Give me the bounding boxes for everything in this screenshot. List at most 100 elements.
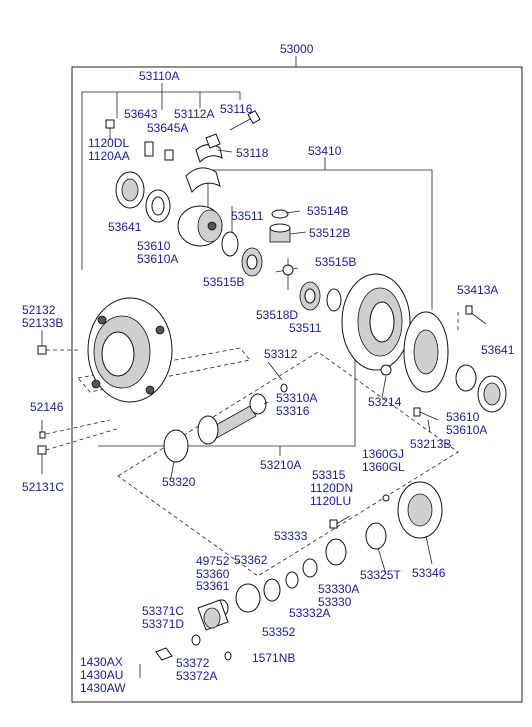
pinion-gear[interactable]: [269, 223, 291, 243]
label-53371C[interactable]: 53371C: [142, 604, 185, 618]
thrust-washer-right[interactable]: [326, 288, 342, 312]
spacer[interactable]: [249, 393, 267, 415]
label-53320[interactable]: 53320: [162, 475, 196, 489]
shim-53332a[interactable]: [285, 571, 299, 589]
label-1430AW[interactable]: 1430AW: [80, 681, 126, 695]
label-53371D[interactable]: 53371D: [142, 617, 185, 631]
label-53410[interactable]: 53410: [308, 144, 342, 158]
label-53643[interactable]: 53643: [124, 107, 158, 121]
label-53213B[interactable]: 53213B: [410, 437, 452, 451]
deflector[interactable]: [235, 583, 261, 613]
bolt-1120[interactable]: [105, 119, 115, 140]
thrust-washer[interactable]: [221, 231, 239, 257]
collapsible-spacer[interactable]: [280, 383, 288, 393]
label-53110A[interactable]: 53110A: [139, 69, 180, 83]
label-1360GL[interactable]: 1360GL: [362, 460, 405, 474]
label-1430AX[interactable]: 1430AX: [80, 655, 123, 669]
label-53511-lower[interactable]: 53511: [289, 321, 322, 335]
label-53372A[interactable]: 53372A: [176, 669, 218, 683]
label-53352[interactable]: 53352: [262, 625, 296, 639]
clip-1571nb[interactable]: [224, 651, 232, 661]
label-53315[interactable]: 53315: [312, 468, 346, 482]
label-53361[interactable]: 53361: [196, 579, 230, 593]
label-53372[interactable]: 53372: [176, 656, 210, 670]
label-53333[interactable]: 53333: [274, 529, 308, 543]
side-bearing-right[interactable]: [455, 364, 507, 413]
bearing-retainer[interactable]: [397, 481, 443, 539]
bolt-53213b[interactable]: [413, 407, 439, 421]
label-53641-right[interactable]: 53641: [481, 343, 515, 357]
label-1120DL[interactable]: 1120DL: [88, 136, 130, 150]
carrier-cover[interactable]: [403, 311, 449, 393]
label-53610A-left[interactable]: 53610A: [137, 252, 179, 266]
pinion-bearing[interactable]: [163, 429, 189, 463]
bolt-53315[interactable]: [329, 515, 351, 529]
label-52133B[interactable]: 52133B: [22, 316, 64, 330]
bolt-52131c[interactable]: [37, 445, 47, 474]
label-53310A[interactable]: 53310A: [276, 391, 318, 405]
label-53610-right[interactable]: 53610: [446, 410, 480, 424]
bearing-53325t[interactable]: [365, 522, 387, 550]
shim-53333[interactable]: [302, 558, 318, 578]
pin-52146[interactable]: [39, 420, 46, 439]
label-53316[interactable]: 53316: [276, 404, 310, 418]
cover-bolt[interactable]: [465, 305, 487, 325]
label-53214[interactable]: 53214: [368, 395, 402, 409]
label-53360[interactable]: 53360: [196, 567, 230, 581]
label-52132[interactable]: 52132: [22, 303, 56, 317]
label-53515B-upper[interactable]: 53515B: [315, 255, 357, 269]
label-53330[interactable]: 53330: [318, 595, 352, 609]
label-53518D[interactable]: 53518D: [256, 308, 299, 322]
differential-case[interactable]: [177, 205, 223, 247]
label-53210A[interactable]: 53210A: [260, 458, 302, 472]
label-53413A[interactable]: 53413A: [457, 283, 499, 297]
bearing-53330[interactable]: [325, 538, 347, 566]
flange-nut[interactable]: [155, 647, 173, 661]
label-1120AA[interactable]: 1120AA: [88, 149, 130, 163]
washer-53372[interactable]: [191, 634, 201, 646]
label-53515B-lower[interactable]: 53515B: [203, 275, 245, 289]
label-53112A[interactable]: 53112A: [174, 107, 215, 121]
plug[interactable]: [380, 364, 392, 376]
label-53610-left[interactable]: 53610: [137, 239, 171, 253]
label-53332A[interactable]: 53332A: [289, 606, 331, 620]
oil-seal[interactable]: [263, 578, 281, 602]
ring-gear[interactable]: [341, 273, 411, 371]
label-53116[interactable]: 53116: [220, 102, 253, 116]
lock-plate[interactable]: [144, 133, 221, 161]
label-53362[interactable]: 53362: [234, 553, 268, 567]
label-53511-upper[interactable]: 53511: [231, 209, 264, 223]
label-1120LU[interactable]: 1120LU: [310, 494, 352, 508]
companion-flange[interactable]: [197, 599, 229, 631]
label-1430AU[interactable]: 1430AU: [80, 668, 124, 682]
label-1120DN[interactable]: 1120DN: [310, 481, 354, 495]
label-53512B[interactable]: 53512B: [309, 226, 351, 240]
o-ring[interactable]: [382, 494, 390, 502]
pinion-group-outline: [117, 351, 459, 577]
pinion-shaft-cross[interactable]: [275, 258, 299, 290]
label-53645A[interactable]: 53645A: [147, 121, 189, 135]
label-52131C[interactable]: 52131C: [22, 480, 65, 494]
side-gear[interactable]: [241, 247, 263, 277]
label-53514B[interactable]: 53514B: [307, 204, 349, 218]
label-53610A-right[interactable]: 53610A: [446, 423, 488, 437]
drive-pinion[interactable]: [197, 405, 257, 445]
label-53000[interactable]: 53000: [280, 42, 314, 56]
bearing-cap[interactable]: [185, 144, 223, 193]
label-53346[interactable]: 53346: [412, 566, 446, 580]
label-49752[interactable]: 49752: [196, 554, 230, 568]
label-52146[interactable]: 52146: [30, 400, 64, 414]
label-53641-left[interactable]: 53641: [108, 220, 142, 234]
side-bearing-left[interactable]: [115, 171, 171, 223]
pinion-washer[interactable]: [271, 209, 289, 219]
label-1571NB[interactable]: 1571NB: [252, 651, 296, 665]
label-53325T[interactable]: 53325T: [360, 568, 401, 582]
cap-bolt[interactable]: [229, 109, 261, 131]
differential-carrier-housing[interactable]: [87, 297, 173, 403]
label-53312[interactable]: 53312: [264, 347, 298, 361]
label-1360GJ[interactable]: 1360GJ: [362, 447, 405, 461]
label-53330A[interactable]: 53330A: [318, 582, 360, 596]
bolt-52132[interactable]: [37, 330, 47, 355]
side-gear-right[interactable]: [299, 281, 321, 311]
label-53118[interactable]: 53118: [236, 146, 269, 160]
